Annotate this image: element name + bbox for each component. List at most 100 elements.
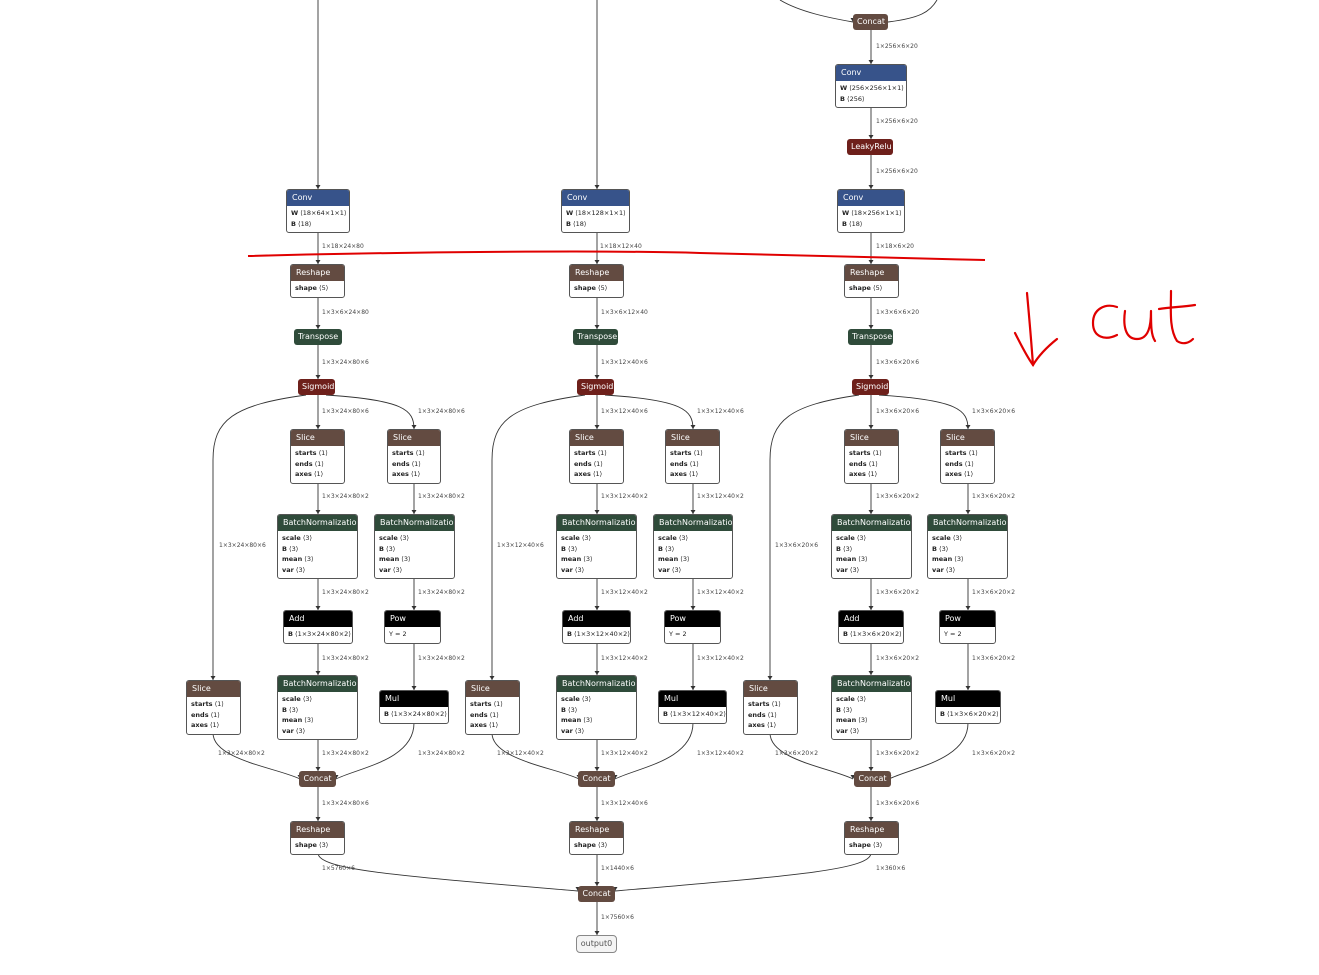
node-concat[interactable]: Concat: [578, 886, 615, 902]
node-op-label: BatchNormalization: [654, 515, 732, 531]
edge-arrowhead: [411, 686, 417, 690]
attribute-name: shape: [849, 841, 871, 849]
attribute-value: ⟨1⟩: [592, 470, 603, 478]
node-concat[interactable]: Concat: [299, 771, 336, 787]
attribute-value: ⟨18⟩: [849, 219, 863, 228]
node-concat[interactable]: Concat: [853, 14, 888, 30]
edge-arrowhead: [767, 676, 773, 680]
attribute-row: var ⟨3⟩: [658, 565, 728, 576]
attribute-row: mean ⟨3⟩: [379, 554, 450, 565]
node-transpose[interactable]: Transpose: [848, 329, 893, 345]
node-op-label: Mul: [380, 691, 448, 707]
attribute-value: ⟨256×256×1×1⟩: [849, 84, 904, 92]
edge-arrowhead: [868, 671, 874, 675]
node-sigmoid[interactable]: Sigmoid: [298, 379, 335, 395]
edge-shape-label: 1×3×24×80×6: [418, 408, 465, 415]
node-transpose[interactable]: Transpose: [573, 329, 618, 345]
node-op-label: BatchNormalization: [375, 515, 454, 531]
attribute-row: axes ⟨1⟩: [392, 469, 436, 480]
edge-shape-label: 1×3×24×80×6: [219, 542, 266, 549]
attribute-row: starts ⟨1⟩: [670, 448, 715, 459]
attribute-name: starts: [748, 700, 770, 708]
edge-arrowhead: [868, 767, 874, 771]
attribute-row: scale ⟨3⟩: [561, 694, 632, 705]
node-transpose[interactable]: Transpose: [294, 329, 342, 345]
attribute-name: B: [836, 544, 841, 553]
attribute-row: mean ⟨3⟩: [836, 715, 907, 726]
output-node[interactable]: output0: [576, 935, 617, 953]
attribute-value: ⟨18×256×1×1⟩: [851, 209, 902, 217]
attribute-name: B: [658, 544, 663, 553]
edge-arrowhead: [965, 606, 971, 610]
edge-arrowhead: [315, 671, 321, 675]
node-sigmoid[interactable]: Sigmoid: [852, 379, 889, 395]
attribute-value: ⟨1⟩: [963, 470, 974, 478]
node-op-label: Slice: [388, 430, 440, 446]
node-op-label: Slice: [466, 681, 519, 697]
node-attributes: B ⟨1×3×6×20×2⟩: [936, 707, 1000, 723]
attribute-value: ⟨3⟩: [665, 544, 675, 553]
attribute-name: W: [840, 84, 848, 92]
edge-arrowhead: [315, 325, 321, 329]
node-op-label: LeakyRelu: [847, 139, 893, 155]
edge-arrowhead: [411, 510, 417, 514]
edge-shape-label: 1×3×6×24×80: [322, 309, 369, 316]
edge-shape-label: 1×256×6×20: [876, 118, 918, 125]
node-op-label: Add: [839, 611, 903, 627]
node-op-label: Concat: [578, 771, 615, 787]
attribute-value: ⟨1⟩: [209, 721, 220, 729]
edge-shape-label: 1×360×6: [876, 865, 906, 872]
attribute-row: var ⟨3⟩: [282, 726, 353, 737]
node-concat[interactable]: Concat: [578, 771, 615, 787]
attribute-row: W ⟨256×256×1×1⟩: [840, 83, 904, 94]
edge-shape-label: 1×3×6×20×2: [972, 750, 1016, 757]
edge-arrowhead: [868, 135, 874, 139]
edge-shape-label: 1×3×6×20×6: [876, 408, 920, 415]
node-sigmoid[interactable]: Sigmoid: [577, 379, 614, 395]
attribute-row: B ⟨3⟩: [561, 705, 632, 716]
edge-shape-label: 1×18×12×40: [600, 243, 642, 250]
node-concat[interactable]: Concat: [854, 771, 891, 787]
node-attributes: Y = 2: [385, 627, 440, 643]
node-leakyrelu[interactable]: LeakyRelu: [847, 139, 893, 155]
edge-shape-label: 1×3×12×40×2: [601, 589, 648, 596]
attribute-value: ⟨3⟩: [583, 555, 593, 563]
